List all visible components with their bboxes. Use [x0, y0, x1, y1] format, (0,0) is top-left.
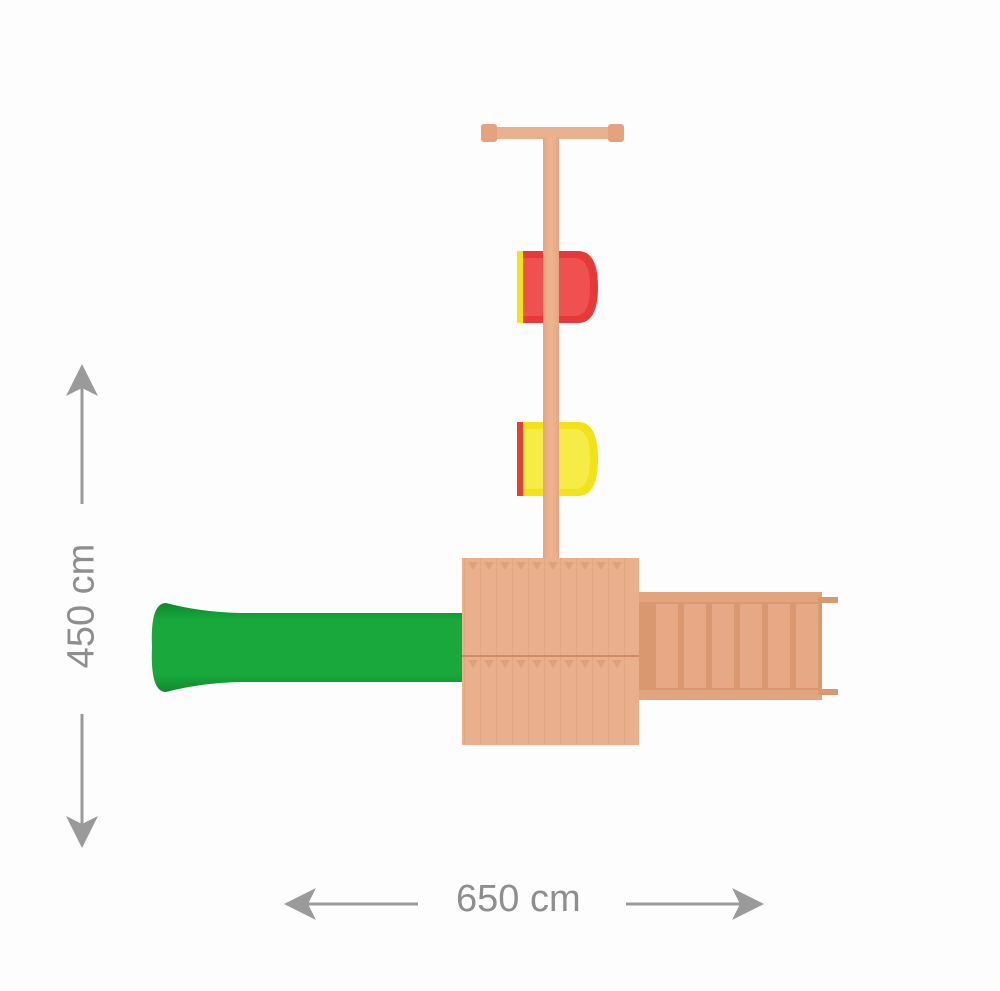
- width-dimension-arrow: [284, 888, 764, 920]
- arrow-up-icon: [66, 364, 98, 396]
- arrow-left-icon: [284, 888, 316, 920]
- height-label: 450 cm: [60, 543, 103, 669]
- swing-seat-yellow: [517, 422, 598, 496]
- slide: [151, 603, 466, 692]
- ladder: [638, 592, 838, 700]
- swing-beam-overlay: [543, 240, 559, 510]
- arrow-right-icon: [732, 888, 764, 920]
- height-dimension-arrow: [66, 364, 98, 848]
- platform-roof: [462, 558, 639, 745]
- arrow-down-icon: [66, 816, 98, 848]
- width-label: 650 cm: [456, 878, 581, 920]
